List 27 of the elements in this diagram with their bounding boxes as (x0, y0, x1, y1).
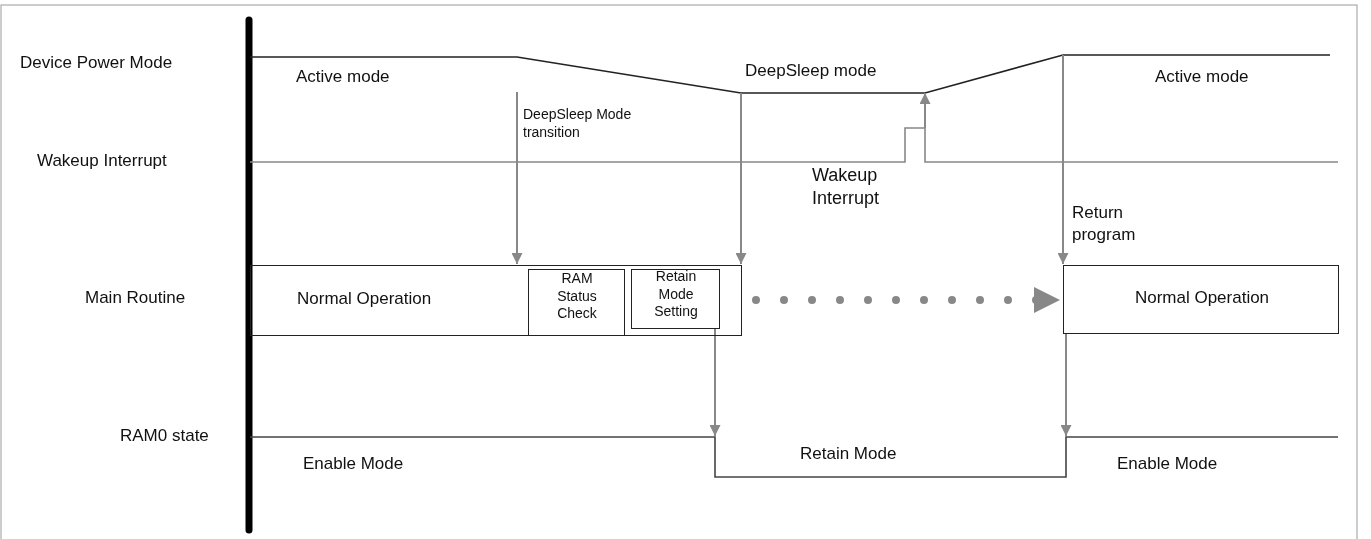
signal-label: Wakeup Interrupt (37, 150, 168, 172)
signal-label: DeepSleep mode (745, 60, 878, 82)
step-label: Normal Operation (1133, 287, 1271, 309)
arrow (1057, 54, 1069, 265)
signal-label: Active mode (1155, 66, 1250, 88)
ram-state-waveform (249, 436, 1339, 478)
signal-label: Retain Mode (800, 443, 898, 465)
step-box (528, 269, 625, 336)
signal-label: DeepSleep Mode transition (523, 105, 633, 142)
routine-box (250, 265, 742, 336)
arrow (709, 327, 721, 437)
signal-label: RAM0 state (120, 425, 210, 447)
signal-label: Device Power Mode (20, 52, 174, 74)
signal-label: Enable Mode (1117, 453, 1219, 475)
arrow (511, 91, 523, 265)
signal-label: Main Routine (85, 287, 187, 309)
step-box (631, 269, 720, 329)
arrow (1060, 333, 1072, 437)
signal-label: Enable Mode (303, 453, 405, 475)
step-label: RAM Status Check (556, 270, 598, 323)
arrow (735, 92, 747, 265)
signal-label: Wakeup Interrupt (812, 164, 881, 211)
routine-box (1063, 265, 1339, 334)
step-label: Normal Operation (297, 288, 433, 310)
step-label: Retain Mode Setting (653, 268, 699, 321)
signal-label: Return program (1072, 202, 1137, 247)
signal-label: Active mode (296, 66, 391, 88)
